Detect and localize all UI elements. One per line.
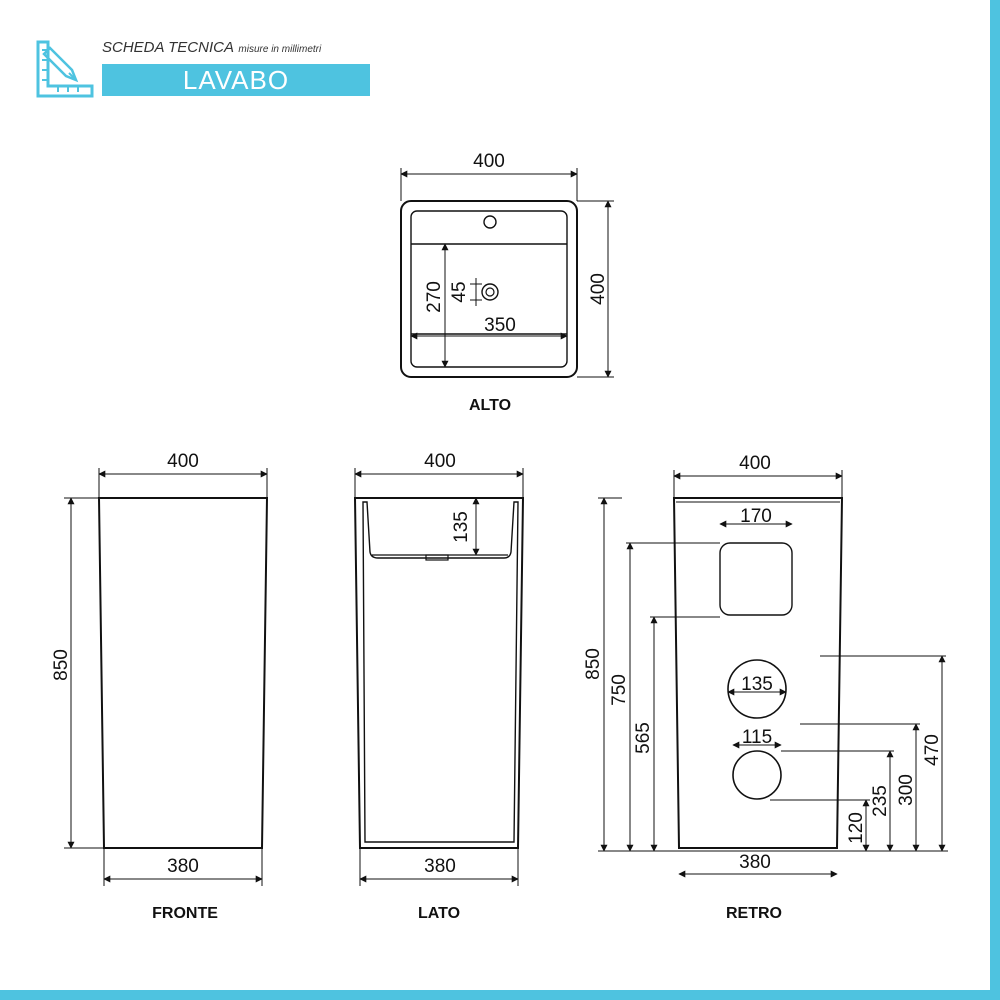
back-view-square-opening bbox=[719, 542, 793, 616]
back-top-width-label: 400 bbox=[739, 453, 771, 474]
top-view-outline bbox=[400, 200, 578, 378]
top-width-label: 400 bbox=[473, 151, 505, 172]
back-small-hole-top-label: 235 bbox=[870, 785, 891, 817]
back-round-hole-label: 135 bbox=[741, 674, 773, 695]
front-top-width-label: 400 bbox=[167, 451, 199, 472]
frame-border-right bbox=[990, 0, 1000, 1000]
back-opening-bottom-label: 565 bbox=[633, 722, 654, 754]
side-bottom-width-label: 380 bbox=[424, 856, 456, 877]
top-view-tap-hole bbox=[483, 215, 497, 229]
back-view bbox=[598, 470, 948, 878]
back-view-outline bbox=[672, 497, 844, 849]
front-view bbox=[64, 468, 269, 886]
top-drain-offset-label: 45 bbox=[449, 281, 470, 302]
side-view-label: LATO bbox=[418, 905, 460, 922]
top-basin-width-label: 350 bbox=[484, 315, 516, 336]
sheet-title: SCHEDA TECNICA misure in millimetri bbox=[102, 39, 321, 57]
side-view-inner-wall bbox=[362, 501, 519, 843]
top-view bbox=[400, 168, 614, 378]
sheet-title-main: SCHEDA TECNICA bbox=[102, 39, 234, 56]
back-view-small-hole bbox=[732, 750, 782, 800]
front-bottom-width-label: 380 bbox=[167, 856, 199, 877]
side-basin-depth-label: 135 bbox=[451, 511, 472, 543]
side-view-outline bbox=[353, 497, 525, 849]
back-height-label: 850 bbox=[583, 648, 604, 680]
front-view-label: FRONTE bbox=[152, 905, 218, 922]
sheet-title-subtitle: misure in millimetri bbox=[238, 44, 322, 55]
back-opening-top-label: 750 bbox=[609, 674, 630, 706]
front-view-outline bbox=[97, 497, 269, 849]
top-view-drain-inner bbox=[485, 287, 495, 297]
back-view-label: RETRO bbox=[726, 905, 782, 922]
side-view-drain bbox=[425, 554, 449, 561]
top-basin-depth-label: 270 bbox=[424, 281, 445, 313]
top-view-drain-outer bbox=[481, 283, 499, 301]
ruler-pencil-icon bbox=[36, 40, 94, 98]
top-depth-label: 400 bbox=[588, 273, 609, 305]
back-round-hole-bottom-label: 300 bbox=[896, 774, 917, 806]
front-height-label: 850 bbox=[51, 649, 72, 681]
frame-border-bottom bbox=[0, 990, 1000, 1000]
back-round-hole-center-label: 470 bbox=[922, 734, 943, 766]
back-opening-width-label: 170 bbox=[740, 506, 772, 527]
header: SCHEDA TECNICA misure in millimetri LAVA… bbox=[36, 36, 376, 98]
top-view-basin bbox=[410, 210, 568, 368]
side-top-width-label: 400 bbox=[424, 451, 456, 472]
back-bottom-width-label: 380 bbox=[739, 852, 771, 873]
side-view bbox=[353, 468, 525, 886]
product-banner: LAVABO bbox=[102, 64, 370, 96]
back-small-hole-label: 115 bbox=[742, 727, 772, 748]
top-view-label: ALTO bbox=[469, 397, 511, 414]
back-small-hole-bottom-label: 120 bbox=[846, 812, 867, 844]
